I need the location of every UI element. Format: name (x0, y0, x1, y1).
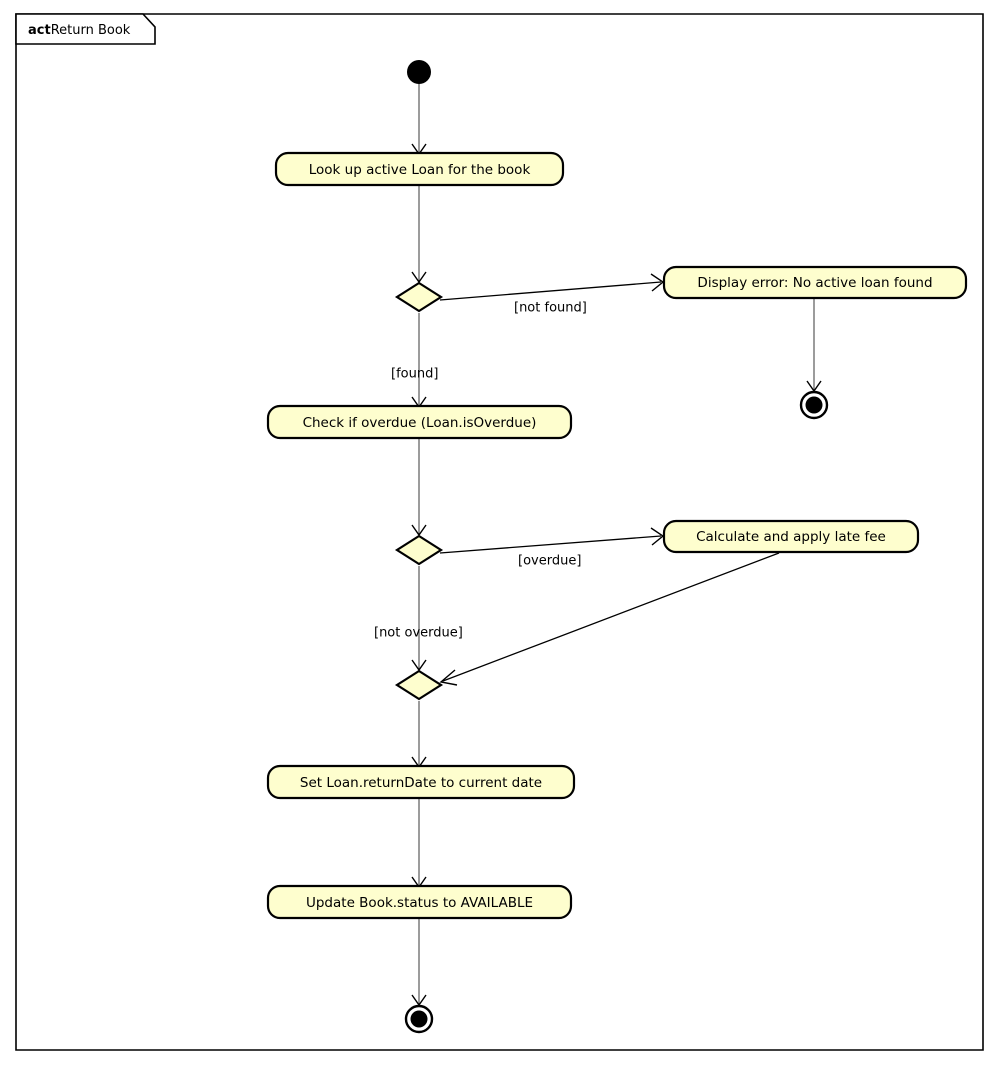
action-update-status-box[interactable] (266, 884, 573, 920)
arrowhead-merge-right (439, 669, 458, 686)
merge-node[interactable] (394, 669, 444, 701)
action-check-overdue-label: Check if overdue (Loan.isOverdue) (303, 415, 537, 431)
action-set-return-date-box[interactable] (266, 764, 576, 800)
action-update-status-label: Update Book.status to AVAILABLE (306, 895, 533, 911)
frame-title-tab (15, 13, 156, 45)
action-update-status[interactable]: Update Book.status to AVAILABLE (266, 884, 573, 920)
final-node-error[interactable] (799, 390, 829, 420)
action-late-fee-box[interactable] (662, 519, 920, 554)
guard-overdue: [overdue] (518, 554, 581, 569)
guard-found: [found] (391, 367, 438, 382)
decision-node-is-overdue-diamond[interactable] (394, 534, 444, 566)
action-late-fee[interactable]: Calculate and apply late fee (662, 519, 920, 554)
edge-decision1-to-display-error (439, 281, 662, 301)
decision-node-loan-found[interactable] (394, 281, 444, 313)
guard-not-overdue: [not overdue] (374, 626, 463, 641)
edge-late-fee-to-merge (442, 552, 780, 682)
initial-node[interactable] (407, 60, 431, 84)
action-late-fee-label: Calculate and apply late fee (696, 529, 886, 545)
frame-title-name: Return Book (51, 23, 131, 38)
action-check-overdue-box[interactable] (266, 404, 573, 440)
guard-not-found: [not found] (514, 301, 587, 316)
action-check-overdue[interactable]: Check if overdue (Loan.isOverdue) (266, 404, 573, 440)
action-display-error-box[interactable] (662, 265, 968, 300)
final-node-error-core (805, 396, 823, 414)
initial-node-circle[interactable] (407, 60, 431, 84)
final-node-main[interactable] (404, 1004, 434, 1034)
action-lookup-loan[interactable]: Look up active Loan for the book (274, 151, 565, 187)
frame-title-kind: act (28, 23, 51, 38)
action-set-return-date[interactable]: Set Loan.returnDate to current date (266, 764, 576, 800)
diagram-frame: actReturn Book (15, 13, 984, 1051)
frame-title: actReturn Book (28, 23, 131, 38)
action-display-error-label: Display error: No active loan found (697, 275, 932, 291)
edge-decision2-to-late-fee (439, 535, 662, 554)
action-lookup-loan-label: Look up active Loan for the book (309, 162, 531, 178)
decision-node-loan-found-diamond[interactable] (394, 281, 444, 313)
final-node-main-core (410, 1010, 428, 1028)
decision-node-is-overdue[interactable] (394, 534, 444, 566)
action-lookup-loan-box[interactable] (274, 151, 565, 187)
merge-node-diamond[interactable] (394, 669, 444, 701)
action-display-error[interactable]: Display error: No active loan found (662, 265, 968, 300)
action-set-return-date-label: Set Loan.returnDate to current date (300, 775, 542, 791)
